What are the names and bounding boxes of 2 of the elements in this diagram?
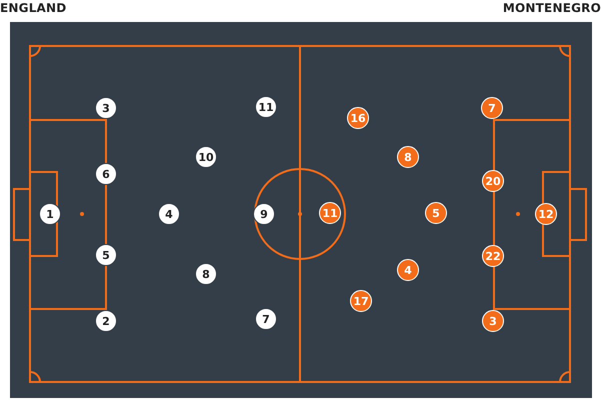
team-name: MONTENEGRO — [502, 1, 601, 15]
team-name: ENGLAND — [0, 1, 66, 15]
